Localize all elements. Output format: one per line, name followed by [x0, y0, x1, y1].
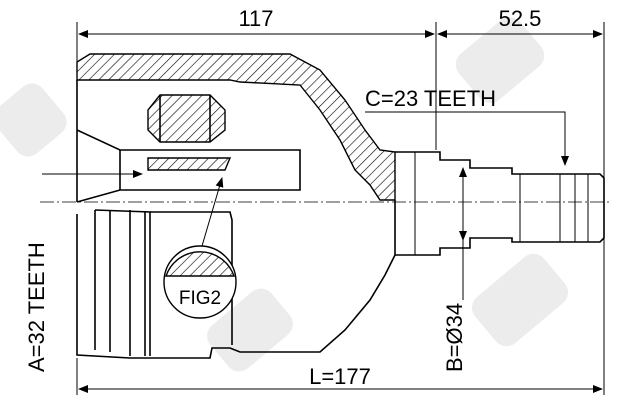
shaft-splines — [414, 152, 589, 255]
fig2-leader — [201, 177, 224, 247]
watermark-logo — [0, 83, 67, 157]
dim-52-5-label: 52.5 — [499, 6, 542, 31]
watermark-logo — [207, 288, 293, 372]
diameter-label: B=Ø34 — [442, 303, 467, 372]
boot-ribs — [94, 209, 151, 356]
inner-race — [76, 129, 301, 203]
dim-117-label: 117 — [238, 6, 273, 31]
length-label: L=177 — [309, 364, 371, 389]
housing-section — [76, 53, 396, 201]
watermark-logo — [471, 253, 569, 347]
watermark — [0, 17, 569, 372]
fig2-label: FIG2 — [179, 288, 221, 309]
teeth-c-label: C=23 TEETH — [365, 86, 496, 111]
spline-section — [147, 157, 232, 171]
watermark-logo — [455, 17, 545, 103]
teeth-c-leader — [365, 111, 569, 166]
housing-outline — [76, 80, 396, 359]
stub-shaft — [395, 151, 605, 256]
teeth-a-label: A=32 TEETH — [24, 242, 49, 372]
fig2-section — [165, 251, 235, 277]
